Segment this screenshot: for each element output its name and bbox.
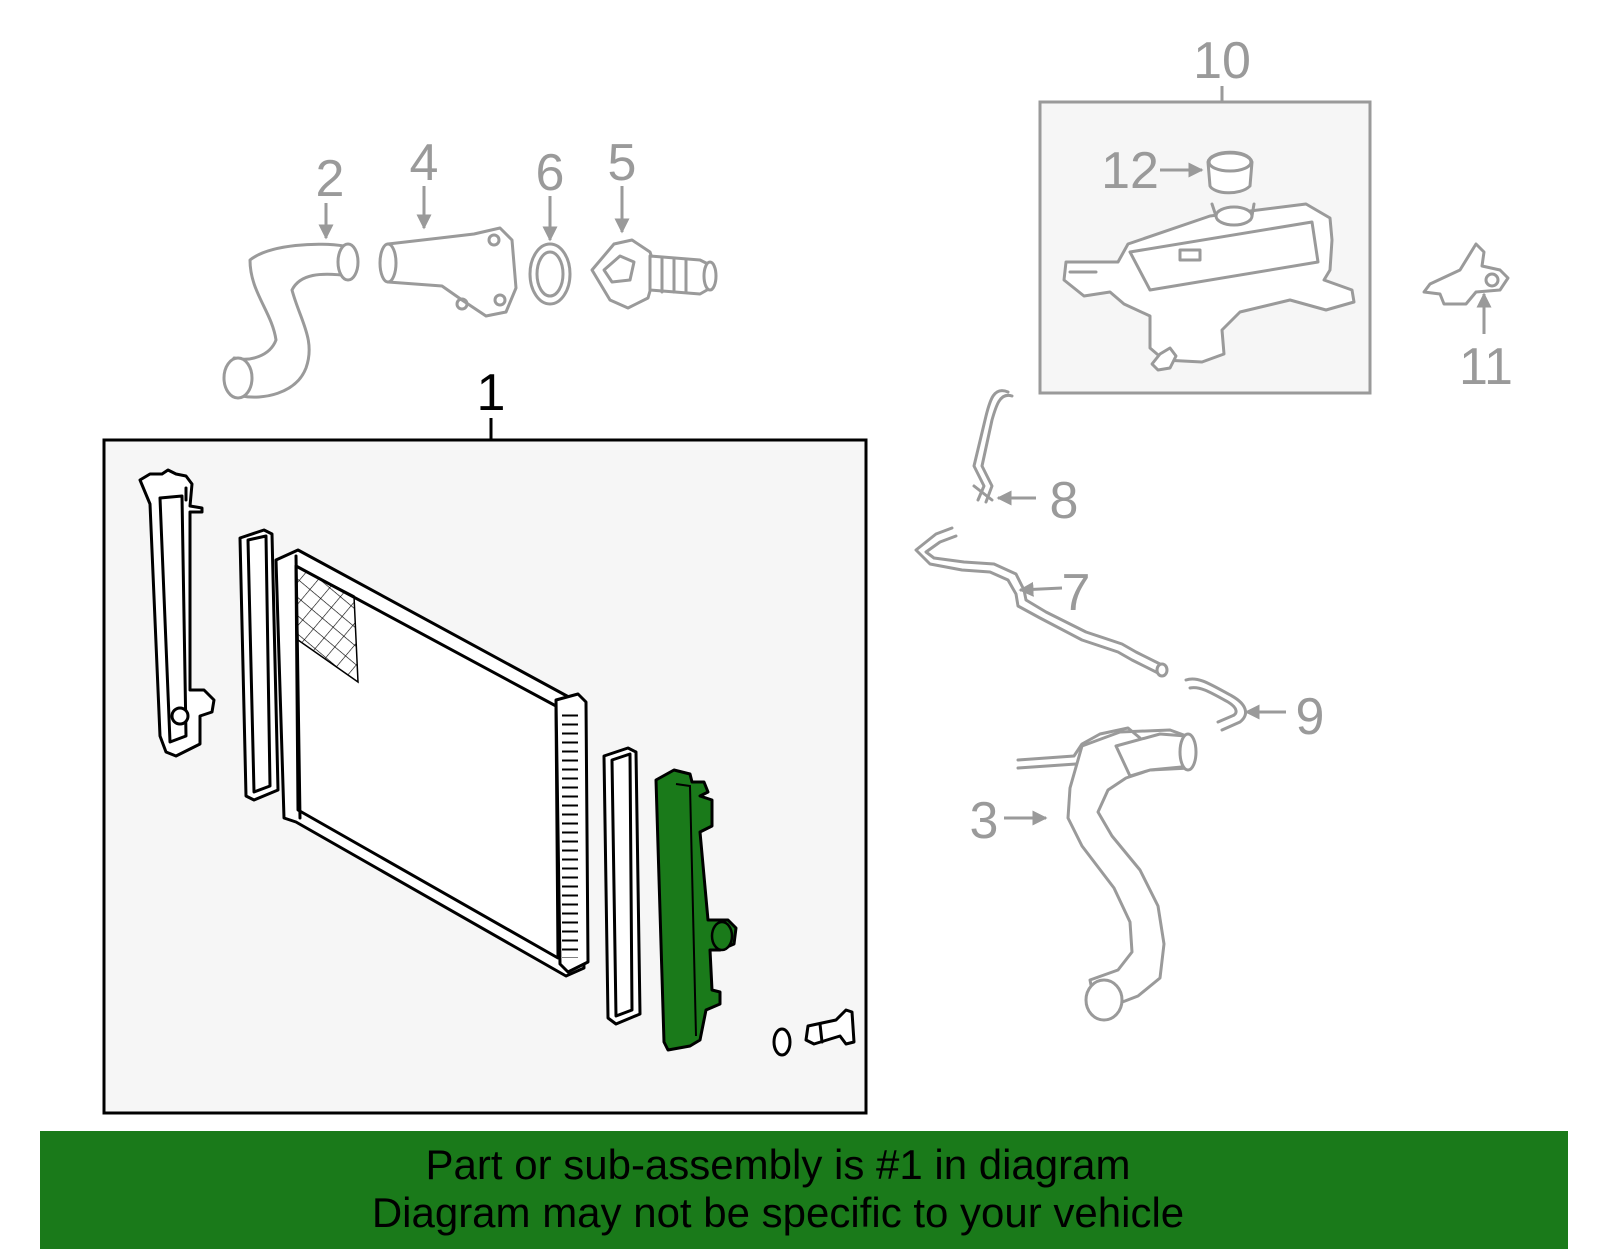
radiator-right-tank-highlighted[interactable] — [654, 768, 738, 1052]
upper-radiator-hose — [222, 242, 360, 400]
thermostat-gasket — [528, 242, 572, 306]
callout-6[interactable]: 6 — [536, 144, 565, 202]
callout-9[interactable]: 9 — [1296, 688, 1325, 746]
reservoir-cap — [1206, 150, 1254, 195]
reservoir-bracket — [1422, 242, 1510, 306]
overflow-pipe — [914, 526, 1169, 678]
coolant-reservoir-tank — [1062, 202, 1356, 372]
right-tank-gasket — [602, 746, 642, 1026]
callout-8[interactable]: 8 — [1050, 472, 1079, 530]
radiator-core — [274, 548, 590, 978]
thermostat — [590, 238, 718, 310]
callout-4[interactable]: 4 — [410, 134, 439, 192]
callout-10[interactable]: 10 — [1193, 32, 1251, 90]
water-outlet — [378, 226, 518, 318]
reservoir-hose — [972, 389, 1014, 504]
drain-plug — [772, 1008, 856, 1057]
callout-7[interactable]: 7 — [1062, 564, 1091, 622]
lower-radiator-hose — [1016, 726, 1198, 1022]
callout-2[interactable]: 2 — [316, 150, 345, 208]
info-banner: Part or sub-assembly is #1 in diagram Di… — [40, 1131, 1568, 1249]
callout-11[interactable]: 11 — [1459, 338, 1513, 396]
callout-3[interactable]: 3 — [970, 792, 999, 850]
callout-12[interactable]: 12 — [1101, 142, 1159, 200]
callout-5[interactable]: 5 — [608, 134, 637, 192]
banner-assembly-note: Part or sub-assembly is #1 in diagram — [425, 1141, 1131, 1188]
left-tank-gasket — [238, 528, 280, 802]
short-pipe — [1184, 677, 1248, 732]
callout-1[interactable]: 1 — [477, 364, 506, 422]
radiator-left-tank — [138, 468, 216, 758]
banner-disclaimer: Diagram may not be specific to your vehi… — [371, 1189, 1185, 1236]
